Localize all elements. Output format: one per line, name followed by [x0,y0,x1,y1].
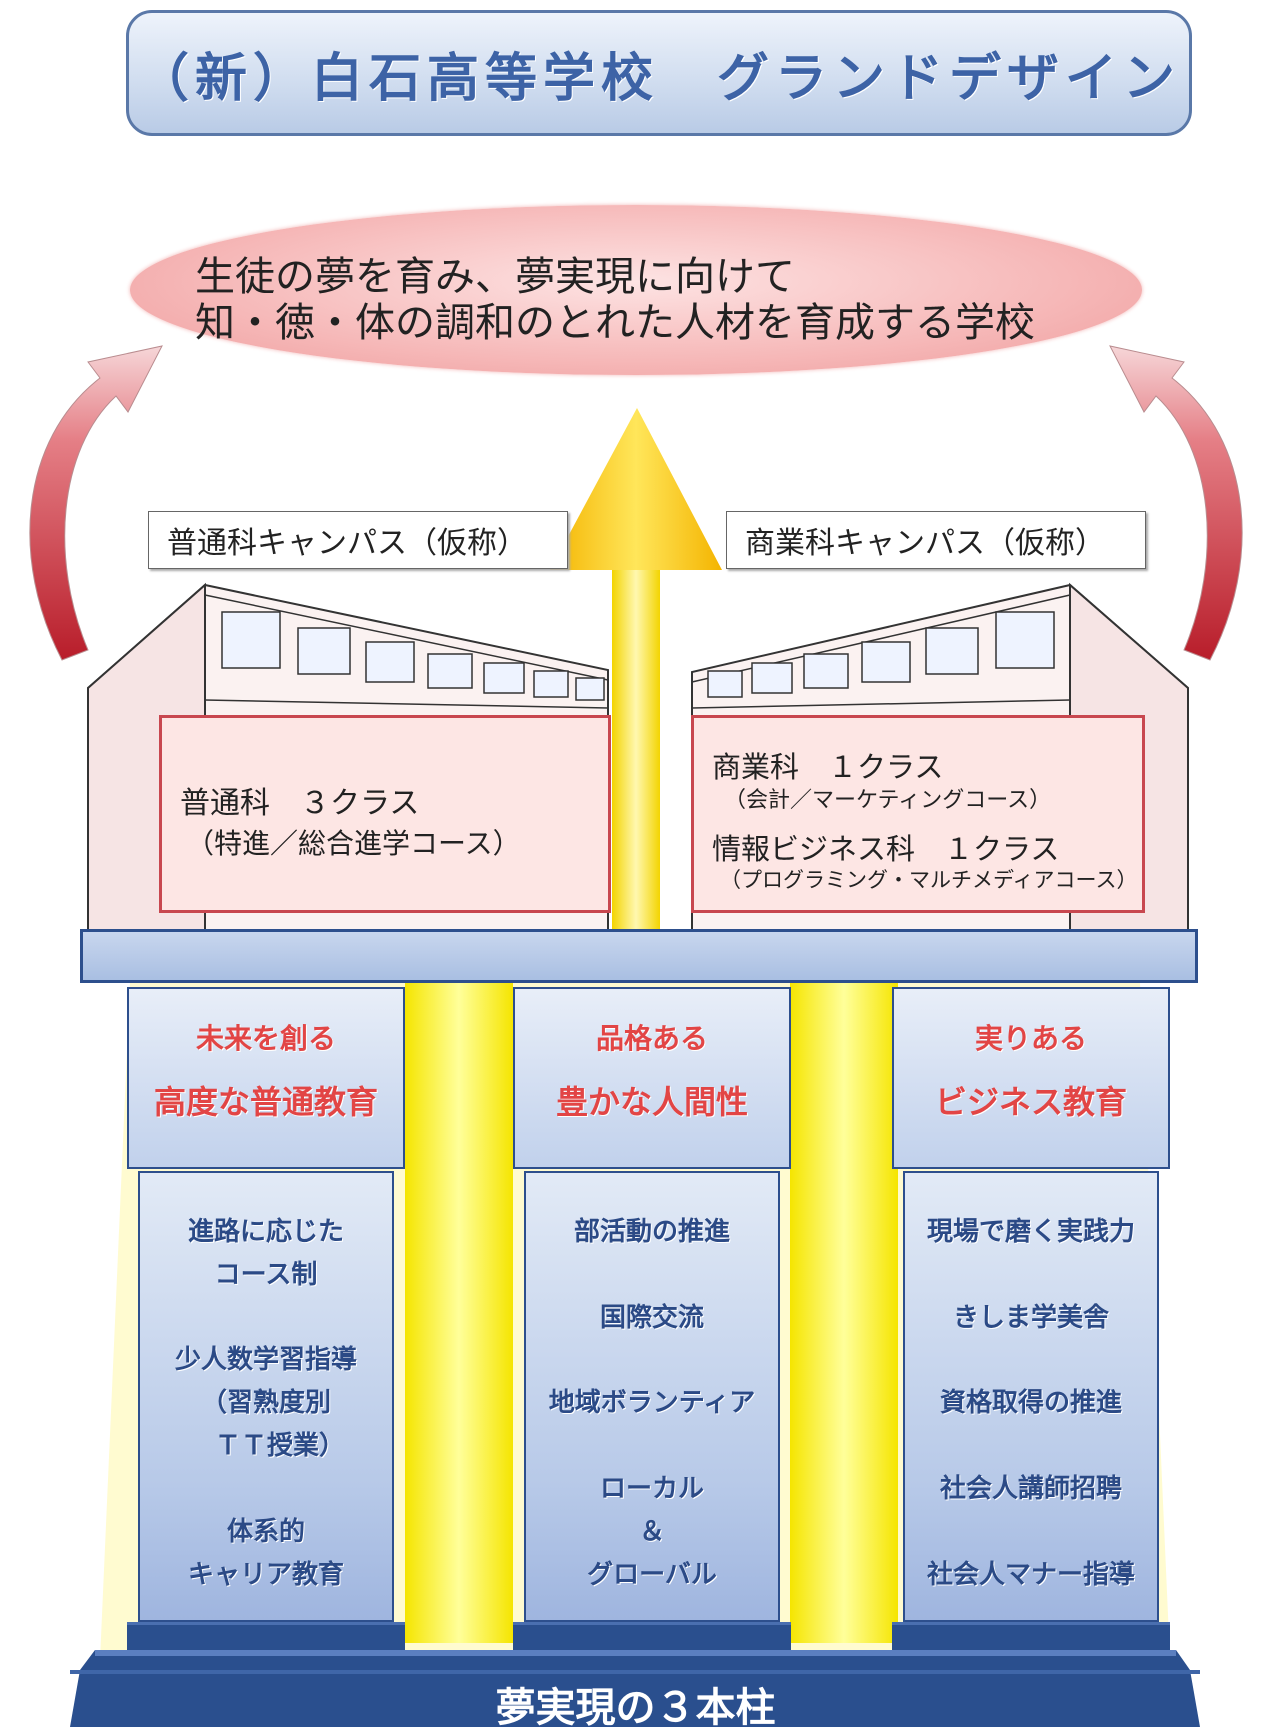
pillar-3-item: きしま学美舎 [952,1303,1109,1333]
pillar-1-capital: 未来を創る 高度な普通教育 [127,987,405,1169]
pillar-1-heading-2: 高度な普通教育 [153,1083,378,1121]
pillar-1-item: 体系的 [226,1517,305,1547]
pillar-1-item: ＴＴ授業） [214,1431,345,1461]
gap-yellow-right [790,983,898,1643]
general-course-box: 普通科 ３クラス （特進／総合進学コース） [159,715,611,913]
business-campus-label: 商業科キャンパス（仮称） [726,511,1146,569]
pillar-2-capital: 品格ある 豊かな人間性 [513,987,791,1169]
pillar-1-item: 少人数学習指導 [174,1345,357,1375]
pillar-2-heading-2: 豊かな人間性 [555,1083,748,1121]
pillar-2-item: ローカル [599,1474,704,1504]
pillar-2-heading-1: 品格ある [595,1022,708,1055]
pillar-3-heading-1: 実りある [974,1022,1087,1055]
pillar-beam [80,929,1198,983]
right-curved-arrow [1109,345,1243,661]
pillar-3-item: 資格取得の推進 [939,1388,1122,1418]
goal-line-1: 生徒の夢を育み、夢実現に向けて [195,254,795,300]
pillar-3-capital: 実りある ビジネス教育 [892,987,1170,1169]
pillar-1-item: （習熟度別 [200,1388,331,1418]
central-up-arrow [550,408,722,932]
general-course-detail: （特進／総合進学コース） [186,827,521,860]
pillar-1-item: キャリア教育 [187,1560,344,1590]
commerce-course-detail: （会計／マーケティングコース） [724,788,1052,813]
pillar-3-heading-2: ビジネス教育 [934,1083,1127,1121]
title-banner: （新）白石高等学校 グランドデザイン [126,10,1192,136]
commerce-course-name: 商業科 １クラス [712,750,944,784]
pillar-2-item: 国際交流 [599,1303,704,1333]
pillar-3-item: 現場で磨く実践力 [926,1217,1135,1247]
business-course-box: 商業科 １クラス （会計／マーケティングコース） 情報ビジネス科 １クラス （プ… [691,715,1145,913]
pillar-2-item: グローバル [587,1560,717,1590]
pillar-3-item: 社会人マナー指導 [926,1560,1135,1590]
pillar-3-shaft: 現場で磨く実践力 きしま学美舎 資格取得の推進 社会人講師招聘 社会人マナー指導 [903,1171,1159,1622]
left-curved-arrow [29,345,163,661]
pillar-1-heading-1: 未来を創る [195,1022,336,1055]
goal-ellipse [130,205,1142,375]
general-course-name: 普通科 ３クラス [180,786,420,821]
foundation-label: 夢実現の３本柱 [495,1685,776,1731]
foundation-step [70,1650,1200,1727]
pillar-3-item: 社会人講師招聘 [939,1474,1122,1504]
pillar-2-item: 部活動の推進 [573,1217,730,1247]
info-business-course-name: 情報ビジネス科 １クラス [712,832,1060,866]
gap-yellow-left [405,983,513,1643]
page-title: （新）白石高等学校 グランドデザイン [136,48,1181,109]
pillar-1-shaft: 進路に応じた コース制 少人数学習指導 （習熟度別 ＴＴ授業） 体系的 キャリア… [138,1171,394,1622]
pillar-1-item: 進路に応じた [187,1217,344,1247]
goal-line-2: 知・徳・体の調和のとれた人材を育成する学校 [195,300,1035,346]
pillar-1-item: コース制 [214,1260,318,1290]
info-business-course-detail: （プログラミング・マルチメディアコース） [720,868,1138,892]
pillar-2-item: 地域ボランティア [548,1388,756,1418]
pillar-2-shaft: 部活動の推進 国際交流 地域ボランティア ローカル ＆ グローバル [524,1171,780,1622]
pillar-2-item: ＆ [638,1517,665,1547]
general-campus-label: 普通科キャンパス（仮称） [148,511,568,569]
